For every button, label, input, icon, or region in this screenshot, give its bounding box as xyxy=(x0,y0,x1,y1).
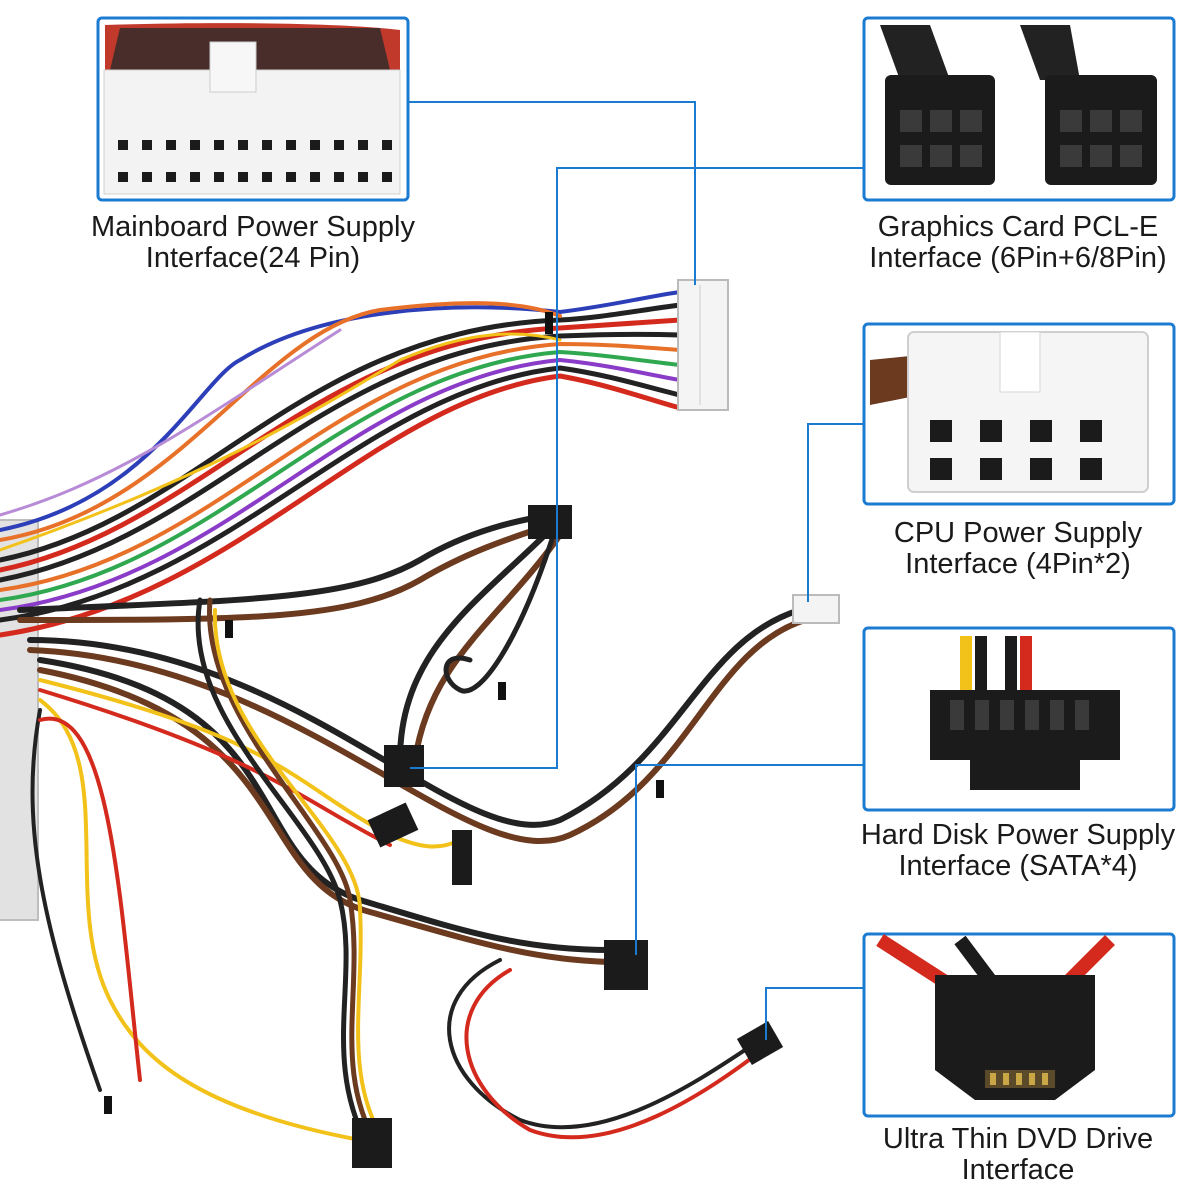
callout-box-sata xyxy=(862,626,1176,812)
caption-mainboard-line1: Mainboard Power Supply xyxy=(90,211,415,243)
caption-dvd-line1: Ultra Thin DVD Drive xyxy=(882,1123,1154,1155)
callout-box-dvd xyxy=(862,932,1176,1118)
caption-gpu-line1: Graphics Card PCL-E xyxy=(877,211,1159,243)
caption-cpu-line2: Interface (4Pin*2) xyxy=(905,548,1131,580)
slim-sata-connector xyxy=(736,1021,784,1065)
callout-leader-lines xyxy=(408,101,864,1040)
leader-dvd xyxy=(765,987,864,1040)
atx-24pin-connector xyxy=(677,279,729,411)
leader-cpu xyxy=(807,423,864,602)
sata-connector xyxy=(352,802,648,1168)
caption-sata: Hard Disk Power Supply Interface (SATA*4… xyxy=(836,820,1200,882)
caption-cpu-line1: CPU Power Supply xyxy=(893,517,1143,549)
caption-gpu: Graphics Card PCL-E Interface (6Pin+6/8P… xyxy=(836,212,1200,274)
callout-box-mainboard xyxy=(96,16,410,202)
pcie-connector xyxy=(384,505,572,787)
leader-sata xyxy=(635,764,864,955)
caption-dvd-line2: Interface xyxy=(961,1154,1075,1186)
callout-box-gpu xyxy=(862,16,1176,202)
leader-mainboard xyxy=(408,101,696,285)
caption-cpu: CPU Power Supply Interface (4Pin*2) xyxy=(836,518,1200,580)
caption-gpu-line2: Interface (6Pin+6/8Pin) xyxy=(869,242,1167,274)
eps-cpu-connector xyxy=(792,594,840,624)
callout-box-cpu xyxy=(862,322,1176,506)
cable-bundle xyxy=(0,290,808,1153)
caption-sata-line1: Hard Disk Power Supply xyxy=(860,819,1176,851)
caption-sata-line2: Interface (SATA*4) xyxy=(898,850,1138,882)
caption-dvd: Ultra Thin DVD Drive Interface xyxy=(836,1124,1200,1186)
leader-gpu xyxy=(410,167,864,769)
caption-mainboard-line2: Interface(24 Pin) xyxy=(145,242,361,274)
caption-mainboard: Mainboard Power Supply Interface(24 Pin) xyxy=(70,212,436,274)
